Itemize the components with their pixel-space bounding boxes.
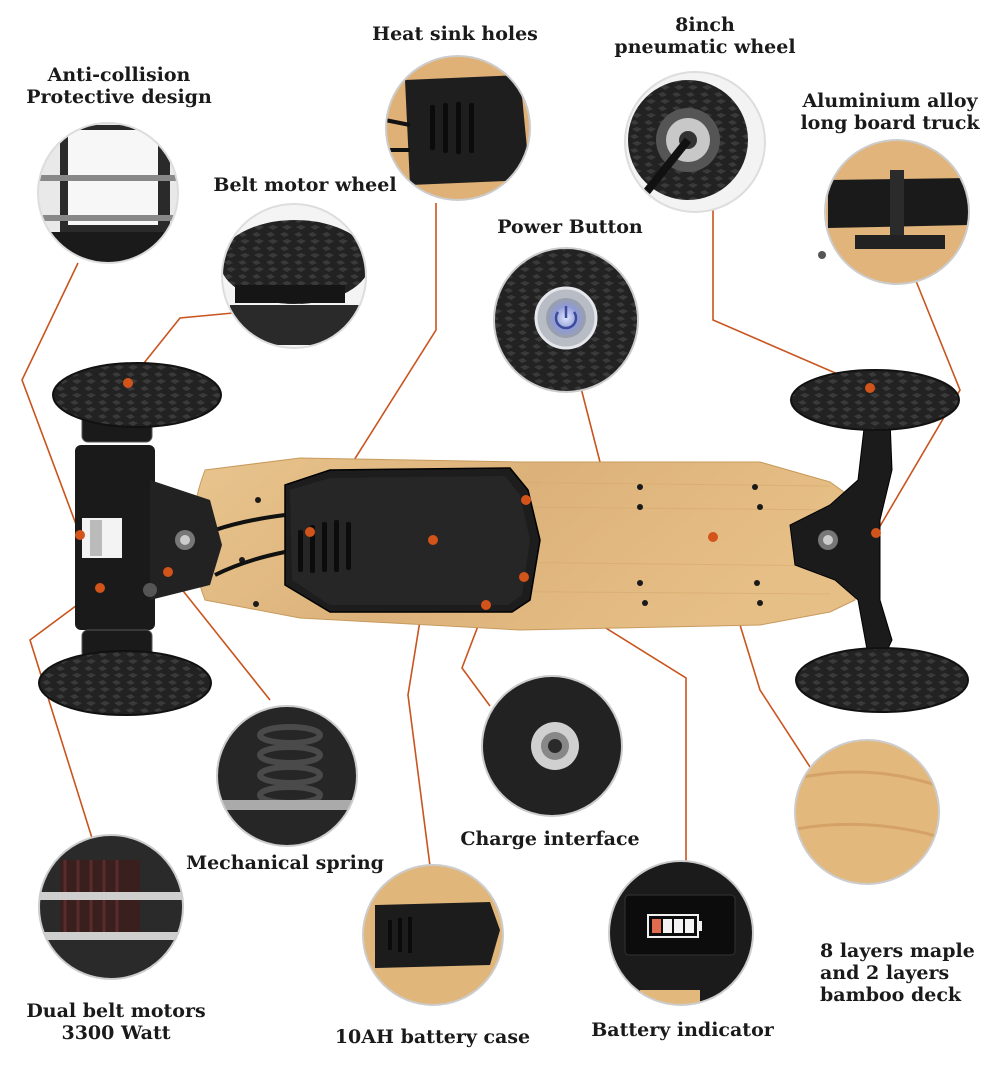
dot-anti-collision xyxy=(75,530,85,540)
label-line: 10AH battery case xyxy=(334,1026,531,1048)
label-line: Dual belt motors xyxy=(26,1000,206,1022)
dot-heat-sink xyxy=(305,527,315,537)
label-belt-motor-wheel: Belt motor wheel xyxy=(200,174,410,196)
label-line: Anti-collision xyxy=(47,64,191,86)
label-line: long board truck xyxy=(800,112,980,134)
label-line: Heat sink holes xyxy=(372,23,538,45)
label-line: and 2 layers xyxy=(820,962,950,984)
label-line: Belt motor wheel xyxy=(213,174,397,196)
label-line: Protective design xyxy=(26,86,212,108)
dot-wheel-8inch xyxy=(865,383,875,393)
dot-battery-case xyxy=(428,535,438,545)
dot-spring xyxy=(163,567,173,577)
detail-mechanical-spring xyxy=(216,705,358,847)
dot-dual-motors xyxy=(95,583,105,593)
dot-belt-motor-wheel xyxy=(123,378,133,388)
label-charge-interface: Charge interface xyxy=(450,828,650,850)
rear-top-wheel xyxy=(52,362,222,428)
label-line: 3300 Watt xyxy=(61,1022,171,1044)
label-deck: 8 layers maple and 2 layers bamboo deck xyxy=(820,940,990,1006)
label-line: Charge interface xyxy=(460,828,640,850)
detail-heat-sink xyxy=(385,55,531,201)
label-line: Power Button xyxy=(497,216,643,238)
dot-charge xyxy=(481,600,491,610)
leader-spring xyxy=(167,571,271,701)
dot-deck xyxy=(708,532,718,542)
label-battery-case: 10AH battery case xyxy=(325,1026,540,1048)
dot-battery-indicator xyxy=(519,572,529,582)
label-line: Battery indicator xyxy=(591,1019,774,1041)
leader-wheel-8inch xyxy=(712,208,871,389)
detail-charge-interface xyxy=(481,675,623,817)
label-line: pneumatic wheel xyxy=(614,36,796,58)
label-power-button: Power Button xyxy=(480,216,660,238)
detail-deck xyxy=(794,739,940,885)
detail-wheel-8inch xyxy=(624,71,766,213)
label-heat-sink: Heat sink holes xyxy=(355,23,555,45)
detail-anti-collision xyxy=(37,122,179,264)
label-truck: Aluminium alloy long board truck xyxy=(790,90,990,134)
label-battery-indicator: Battery indicator xyxy=(580,1019,785,1041)
detail-power-button xyxy=(493,247,639,393)
label-line: 8 layers maple xyxy=(820,940,975,962)
rear-bottom-wheel xyxy=(38,650,212,716)
label-line: bamboo deck xyxy=(820,984,962,1006)
label-line: Mechanical spring xyxy=(186,852,384,874)
label-dual-motors: Dual belt motors 3300 Watt xyxy=(16,1000,216,1044)
detail-truck xyxy=(818,139,970,285)
detail-circles xyxy=(37,55,970,1006)
skateboard xyxy=(38,362,969,716)
label-line: Aluminium alloy xyxy=(802,90,978,112)
label-line: 8inch xyxy=(675,14,735,36)
dot-power-button xyxy=(521,495,531,505)
marker-dots xyxy=(75,378,881,610)
label-wheel-8inch: 8inch pneumatic wheel xyxy=(600,14,810,58)
detail-dual-motors xyxy=(38,834,184,980)
leader-truck xyxy=(875,280,961,534)
detail-battery-case xyxy=(362,864,504,1006)
front-bottom-wheel xyxy=(795,647,969,713)
label-mechanical-spring: Mechanical spring xyxy=(180,852,390,874)
detail-belt-motor-wheel xyxy=(221,203,367,349)
leader-anti-collision xyxy=(21,262,81,536)
front-top-wheel xyxy=(790,369,960,431)
leader-belt-motor-wheel xyxy=(127,312,234,384)
label-anti-collision: Anti-collision Protective design xyxy=(24,64,214,108)
dot-truck xyxy=(871,528,881,538)
detail-battery-indicator xyxy=(608,860,754,1006)
